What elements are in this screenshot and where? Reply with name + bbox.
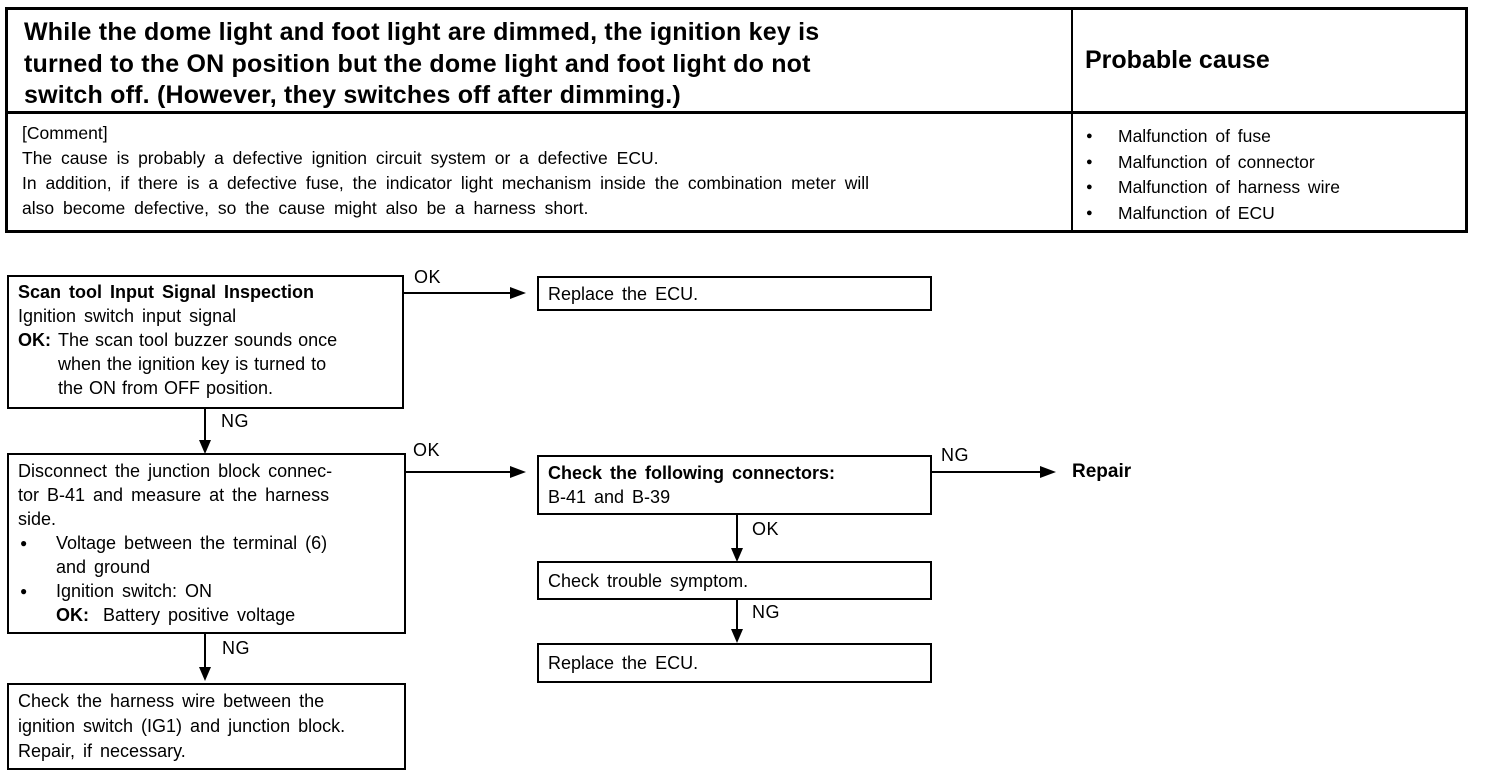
bullet-icon: ● [20, 584, 28, 598]
edge-label-ok: OK [414, 267, 442, 287]
flow-terminal-repair: Repair [1072, 461, 1132, 482]
connector-line [932, 471, 1040, 473]
connector-line [204, 634, 206, 667]
flow-box-title: Scan tool Input Signal Inspection [18, 282, 315, 302]
bullet-icon: ● [20, 536, 28, 550]
flow-box-body: Check the harness wire between the ignit… [18, 691, 346, 761]
edge-label-ng: NG [941, 445, 969, 465]
cause-text: Malfunction of harness wire [1118, 177, 1341, 197]
cause-item: ● Malfunction of ECU [1086, 201, 1457, 227]
cause-item: ● Malfunction of fuse [1086, 124, 1457, 150]
comment-line-2: In addition, if there is a defective fus… [22, 173, 870, 218]
ok-condition-text: Battery positive voltage [103, 605, 296, 625]
arrowhead-down-icon [731, 548, 743, 562]
symptom-table: While the dome light and foot light are … [5, 7, 1468, 233]
flow-box-body: Disconnect the junction block connec- to… [18, 461, 333, 529]
ok-condition-text: The scan tool buzzer sounds once when th… [58, 330, 338, 398]
cause-item: ● Malfunction of connector [1086, 150, 1457, 176]
connector-line [404, 292, 510, 294]
flow-box-replace-ecu-top: Replace the ECU. [537, 276, 932, 311]
edge-label-ok: OK [752, 519, 780, 539]
edge-label-ng: NG [752, 602, 780, 622]
flow-box-text: Check trouble symptom. [548, 570, 749, 591]
check-item: Voltage between the terminal (6) and gro… [56, 533, 328, 577]
arrowhead-down-icon [731, 629, 743, 643]
flow-box-subtitle: Ignition switch input signal [18, 306, 237, 326]
causes-cell: ● Malfunction of fuse ● Malfunction of c… [1073, 114, 1465, 230]
cause-text: Malfunction of ECU [1118, 202, 1275, 223]
flow-box-check-trouble-symptom: Check trouble symptom. [537, 561, 932, 600]
arrowhead-down-icon [199, 440, 211, 454]
flow-box-scan-tool-inspection: Scan tool Input Signal Inspection Igniti… [7, 275, 404, 409]
bullet-icon: ● [1086, 181, 1093, 193]
flow-box-replace-ecu-bottom: Replace the ECU. [537, 643, 932, 683]
arrowhead-down-icon [199, 667, 211, 681]
flow-box-junction-block-check: Disconnect the junction block connec- to… [7, 453, 406, 634]
cause-item: ● Malfunction of harness wire [1086, 175, 1457, 201]
edge-label-ng: NG [222, 638, 250, 658]
cause-text: Malfunction of fuse [1118, 126, 1271, 146]
bullet-icon: ● [1086, 130, 1093, 142]
connector-line [406, 471, 510, 473]
edge-label-ng: NG [221, 411, 249, 431]
edge-label-ok: OK [413, 440, 441, 460]
probable-cause-header-cell: Probable cause [1073, 10, 1465, 114]
flow-box-check-connectors: Check the following connectors: B-41 and… [537, 455, 932, 515]
bullet-icon: ● [1086, 206, 1093, 219]
flow-box-text: Replace the ECU. [548, 283, 699, 304]
comment-label: [Comment] [22, 123, 108, 143]
connector-line [204, 409, 206, 440]
comment-line-1: The cause is probably a defective igniti… [22, 148, 659, 168]
ok-condition-label: OK: [56, 605, 89, 625]
check-item: Ignition switch: ON [56, 581, 213, 601]
probable-cause-header: Probable cause [1085, 46, 1270, 74]
ok-condition-label: OK: [18, 330, 51, 350]
comment-cell: [Comment] The cause is probably a defect… [8, 114, 1073, 230]
flow-box-text: Replace the ECU. [548, 653, 699, 673]
connector-line [736, 600, 738, 629]
symptom-cell: While the dome light and foot light are … [8, 10, 1073, 114]
arrowhead-right-icon [510, 466, 526, 478]
connector-line [736, 515, 738, 548]
arrowhead-right-icon [1040, 466, 1056, 478]
flow-box-harness-wire-check: Check the harness wire between the ignit… [7, 683, 406, 770]
cause-text: Malfunction of connector [1118, 151, 1315, 172]
arrowhead-right-icon [510, 287, 526, 299]
flow-box-title: Check the following connectors: [548, 463, 836, 483]
flow-box-body: B-41 and B-39 [548, 487, 671, 507]
bullet-icon: ● [1086, 155, 1093, 168]
